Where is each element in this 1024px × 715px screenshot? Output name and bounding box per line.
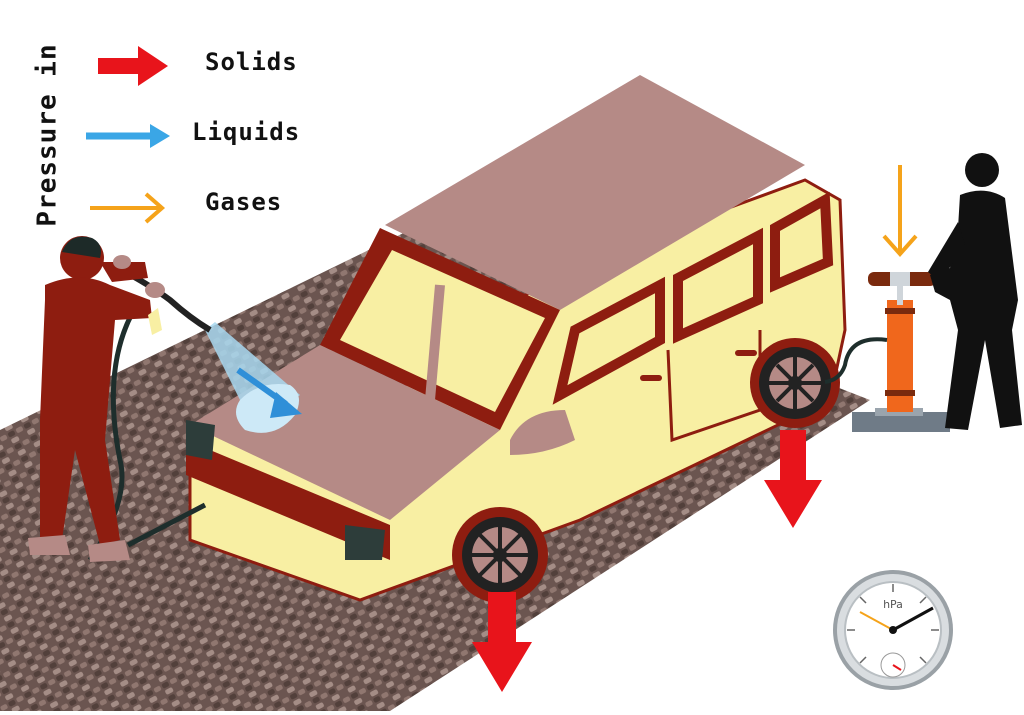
front-bumper <box>186 440 390 560</box>
car <box>186 75 847 603</box>
front-wheel <box>452 507 548 603</box>
gas-pressure-arrow-icon <box>882 165 918 258</box>
pressure-gauge-icon <box>833 570 953 690</box>
legend-label-solids: Solids <box>205 48 298 76</box>
gauge-unit-label: hPa <box>883 598 903 611</box>
liquids-arrow-icon <box>86 124 170 148</box>
headlight-left <box>186 420 215 460</box>
side-window-front <box>552 276 665 405</box>
liquid-pressure-arrow-icon <box>270 392 302 418</box>
solid-pressure-arrow-rear <box>764 430 822 528</box>
side-mirror <box>510 410 575 455</box>
rear-wheel <box>750 338 840 428</box>
headlight-right <box>345 525 385 560</box>
gases-arrow-icon <box>90 192 166 224</box>
walking-man-silhouette <box>928 153 1022 430</box>
solid-pressure-arrow-front <box>472 592 532 692</box>
car-roof <box>385 75 805 310</box>
side-window-rear <box>770 191 834 293</box>
legend-label-gases: Gases <box>205 188 283 216</box>
air-pump <box>824 272 950 432</box>
solids-arrow-icon <box>98 46 168 86</box>
car-washer-person <box>28 236 212 562</box>
legend-label-liquids: Liquids <box>192 118 301 146</box>
diagram-title: Pressure in <box>33 43 63 227</box>
water-spray <box>205 322 302 433</box>
side-window-middle <box>673 227 763 344</box>
